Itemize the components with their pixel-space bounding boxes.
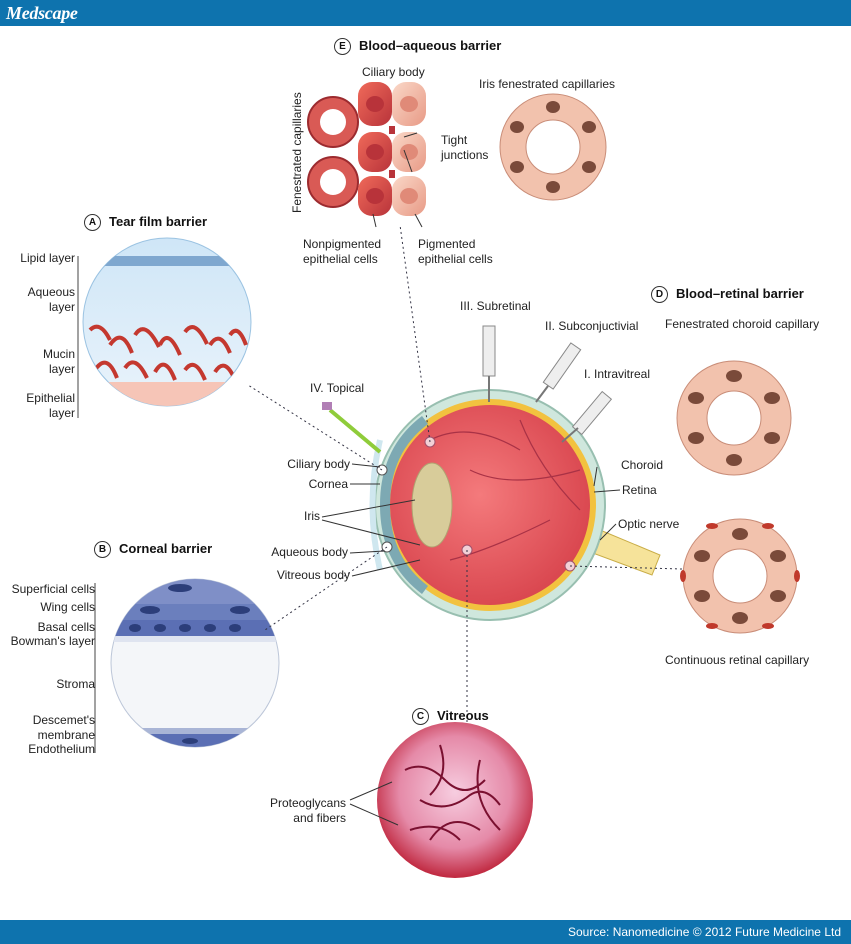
topical-dropper [322,402,382,454]
eye-vitreous-body-label: Vitreous body [276,568,350,582]
fenestrated-capillaries-label: Fenestrated capillaries [290,92,304,213]
retinal-capillary [680,518,800,634]
eye-choroid-label: Choroid [621,458,664,472]
subconjunctival-label: II. Subconjuctivial [545,319,639,333]
panel-d-badge: D [651,286,668,304]
vitreous-circle [377,722,533,878]
ciliary-body-label: Ciliary body [362,65,425,79]
proteoglycans-label-1: Proteoglycans [269,796,346,810]
eye-globe [369,389,661,621]
tight-junctions-label-1: Tight [441,133,468,147]
eye-retina-label: Retina [622,483,657,497]
bowmans-layer-label: Bowman's layer [10,634,95,648]
descemet-label-1: Descemet's [32,713,95,727]
nonpigmented-label-2: epithelial cells [303,252,378,266]
eye-barrier-illustration [77,82,800,878]
epithelial-layer-label-1: Epithelial [26,391,75,405]
choroid-capillary-label: Fenestrated choroid capillary [665,317,820,331]
ciliary-epithelium-cells [307,82,426,216]
retinal-capillary-label: Continuous retinal capillary [665,653,810,667]
source-credit: Source: Nanomedicine © 2012 Future Medic… [568,925,841,939]
nonpigmented-label-1: Nonpigmented [303,237,382,251]
panel-c-badge: C [412,708,429,726]
tight-junctions-label-2: junctions [441,148,489,162]
pigmented-label-2: epithelial cells [418,252,493,266]
mucin-layer-label-2: layer [48,362,75,376]
aqueous-layer-label-2: layer [48,300,75,314]
medscape-logo[interactable]: Medscape [6,3,78,23]
topical-label: IV. Topical [310,381,365,395]
panel-b-badge: B [94,541,111,559]
mucin-layer-label-1: Mucin [42,347,75,361]
intravitreal-syringe [561,390,613,443]
stroma-label: Stroma [56,677,95,691]
header-bar: Medscape [0,0,851,26]
basal-cells-label: Basal cells [37,620,95,634]
iris-fenestrated-capillary [499,93,607,201]
subretinal-label: III. Subretinal [460,299,531,313]
eye-cornea-label: Cornea [308,477,348,491]
eye-ciliary-body-label: Ciliary body [287,457,350,471]
corneal-layers-circle [110,578,280,748]
tear-film-circle [82,237,252,407]
eye-iris-label: Iris [304,509,320,523]
subretinal-syringe [482,325,496,402]
wing-cells-label: Wing cells [40,600,95,614]
panel-a-badge: A [84,214,101,232]
proteoglycans-label-2: and fibers [293,811,346,825]
footer-bar: Source: Nanomedicine © 2012 Future Medic… [0,920,851,944]
lipid-layer-label: Lipid layer [20,251,75,265]
leader-lines [321,132,621,826]
panel-e-badge: E [334,38,351,56]
descemet-label-2: membrane [37,728,95,742]
intravitreal-label: I. Intravitreal [584,367,651,381]
eye-optic-nerve-label: Optic nerve [618,517,680,531]
eye-aqueous-body-label: Aqueous body [271,545,348,559]
epithelial-layer-label-2: layer [48,406,75,420]
dotted-connectors [247,224,683,722]
subconjunctival-syringe [535,342,582,403]
iris-capillaries-label: Iris fenestrated capillaries [479,77,616,91]
superficial-cells-label: Superficial cells [11,582,95,596]
endothelium-label: Endothelium [28,742,95,756]
pigmented-label-1: Pigmented [418,237,476,251]
choroid-capillary [676,360,792,476]
aqueous-layer-label-1: Aqueous [27,285,75,299]
